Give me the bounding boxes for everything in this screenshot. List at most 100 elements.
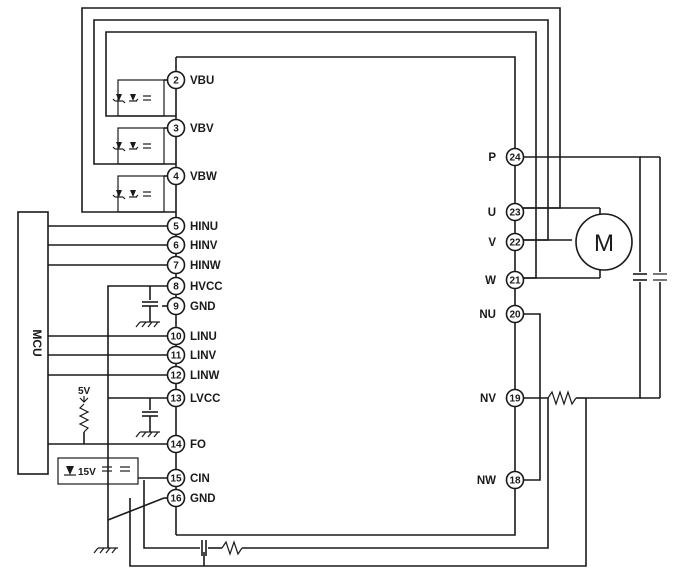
pin-circle	[166, 434, 186, 454]
pin-number: 3	[173, 124, 179, 135]
motor-label: M	[594, 230, 614, 257]
pin-label: GND	[190, 493, 216, 505]
right-pin: 21 W	[485, 270, 525, 290]
fo-pullup: 5V	[78, 386, 91, 444]
pin-number: 13	[170, 394, 182, 405]
pin-label: NU	[479, 309, 496, 321]
pin-number: 20	[509, 310, 521, 321]
pin-label: VBV	[190, 123, 214, 135]
pin-number: 12	[170, 371, 182, 382]
left-pin: 5 HINU	[166, 216, 218, 236]
pin-circle	[166, 276, 186, 296]
pin-number: 2	[173, 76, 179, 87]
pin-circle	[166, 468, 186, 488]
pin-circle	[166, 326, 186, 346]
pin-label: HINW	[190, 260, 221, 272]
right-pin: 24P	[488, 147, 525, 167]
pin-label: NV	[480, 393, 496, 405]
hvcc-decoupling	[107, 285, 176, 520]
pin-label: HINU	[190, 221, 218, 233]
pin-number: 9	[173, 302, 179, 313]
pin-circle	[505, 270, 525, 290]
pin-circle	[166, 235, 186, 255]
pin-circle	[505, 304, 525, 324]
cin-filter: 15V	[57, 457, 176, 554]
supply-5v-label: 5V	[78, 386, 91, 397]
pin-circle	[166, 296, 186, 316]
pin-label: VBU	[190, 75, 214, 87]
pin-number: 8	[173, 282, 179, 293]
bootstrap-cell-w	[112, 175, 165, 213]
pin-circle	[166, 70, 186, 90]
pin-number: 14	[170, 440, 182, 451]
pin-number: 11	[171, 351, 182, 362]
pin-circle	[166, 345, 186, 365]
right-pin: 23 U	[488, 202, 525, 222]
pin-number: 4	[173, 172, 179, 183]
pin-circle	[505, 147, 525, 167]
pin-label: GND	[190, 301, 216, 313]
pin-label: HINV	[190, 240, 218, 252]
dc-bus-network	[515, 156, 667, 481]
pin-number: 7	[173, 261, 179, 272]
left-pin: 3 VBV	[166, 118, 214, 138]
pin-number: 6	[173, 241, 179, 252]
right-pin: 19 NV	[480, 388, 525, 408]
pin-label: LINV	[190, 350, 217, 362]
pin-label: LINW	[190, 370, 220, 382]
pin-circle	[166, 216, 186, 236]
pin-number: 22	[509, 238, 521, 249]
pin-number: 5	[173, 222, 179, 233]
pin-circle	[505, 470, 525, 490]
left-pin: 9 GND	[166, 296, 216, 316]
pin-circle	[166, 166, 186, 186]
pin-label: HVCC	[190, 281, 223, 293]
left-pin: 6 HINV	[166, 235, 218, 255]
pin-number: 21	[509, 276, 521, 287]
ic-body	[175, 56, 516, 536]
zener-15v-label: 15V	[78, 467, 96, 478]
right-pin: 20 NU	[479, 304, 525, 324]
pin-circle	[505, 232, 525, 252]
right-pin: 22 V	[488, 232, 525, 252]
left-pin: 8 HVCC	[166, 276, 223, 296]
lvcc-decoupling	[108, 397, 176, 438]
pin-number: 24	[509, 153, 521, 164]
bootstrap-cell-u	[112, 79, 165, 117]
pin-label: VBW	[190, 171, 217, 183]
pin-label: NW	[477, 475, 496, 487]
pin-circle	[505, 388, 525, 408]
pin-circle	[166, 365, 186, 385]
left-pin: 10 LINU	[166, 326, 217, 346]
pin-circle	[505, 202, 525, 222]
pin-number: 23	[509, 208, 521, 219]
left-pin: 12 LINW	[166, 365, 220, 385]
motor: M	[515, 207, 633, 279]
pin-number: 19	[509, 394, 521, 405]
pin-label: U	[488, 207, 496, 219]
pin-label: FO	[190, 439, 206, 451]
pin-number: 18	[509, 476, 521, 487]
pin-label: V	[488, 237, 496, 249]
mcu-signal-lines	[48, 225, 176, 445]
left-pin: 13 LVCC	[166, 388, 220, 408]
mcu-block: MCU	[17, 211, 49, 475]
pin-circle	[166, 488, 186, 508]
bootstrap-cell-v	[112, 127, 165, 165]
right-pin: 18 NW	[477, 470, 525, 490]
pin-number: 16	[170, 494, 182, 505]
pin-label: LINU	[190, 331, 217, 343]
left-pin: 16 GND	[166, 488, 216, 508]
left-pin: 4 VBW	[166, 166, 217, 186]
pin-number: 10	[170, 332, 182, 343]
pin-label: W	[485, 275, 496, 287]
pin-circle	[166, 388, 186, 408]
left-pin: 2 VBU	[166, 70, 214, 90]
shunt-return-lines	[129, 398, 587, 567]
left-pin: 14 FO	[166, 434, 206, 454]
left-pin: 11 LINV	[166, 345, 217, 365]
pin-label: LVCC	[190, 393, 220, 405]
